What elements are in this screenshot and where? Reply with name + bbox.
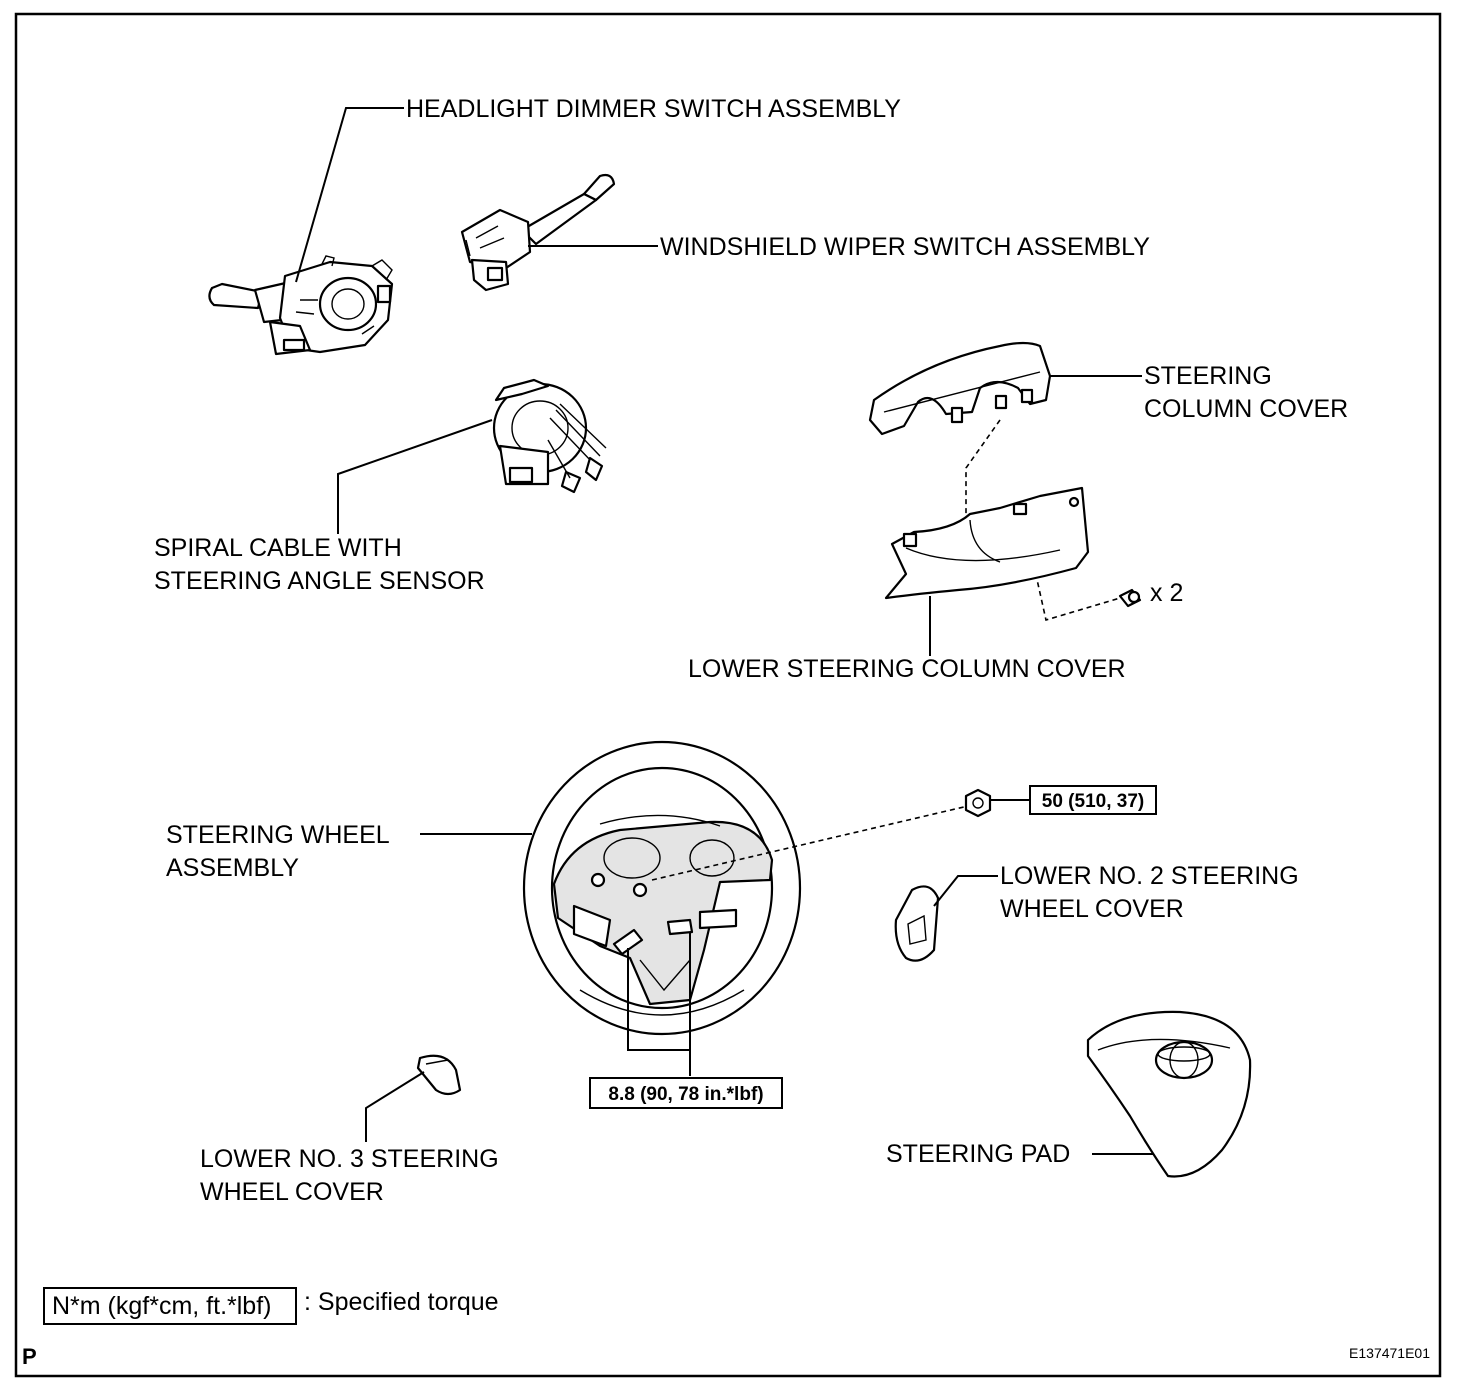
lower-column-cover-drawing <box>884 486 1090 600</box>
bolt-torque-value: 8.8 (90, 78 in.*lbf) <box>608 1084 763 1105</box>
steering-pad-drawing <box>1086 1010 1252 1178</box>
spiral-leader-line <box>337 419 493 534</box>
wiper-switch-label: WINDSHIELD WIPER SWITCH ASSEMBLY <box>660 233 1150 261</box>
steering-wheel-label-1: STEERING WHEEL <box>166 821 390 849</box>
bolt-torque-box <box>589 1077 783 1109</box>
screw-quantity-label: x 2 <box>1150 579 1183 607</box>
lower-no2-leader-line <box>933 875 998 907</box>
screw-icon <box>1118 588 1142 608</box>
legend-torque-units: N*m (kgf*cm, ft.*lbf) <box>52 1292 271 1320</box>
wiper-switch-drawing <box>460 173 616 292</box>
bolt-torque-leader <box>627 932 691 1076</box>
spiral-cable-label-2: STEERING ANGLE SENSOR <box>154 567 485 595</box>
steering-column-cover-drawing <box>868 341 1052 436</box>
nut-torque-box <box>1029 785 1157 815</box>
footer-section-letter: P <box>22 1344 37 1369</box>
column-cover-label-2: COLUMN COVER <box>1144 395 1348 423</box>
steering-wheel-drawing <box>522 740 802 1036</box>
spiral-cable-drawing <box>492 378 607 494</box>
lower-no3-leader-line <box>365 1071 425 1142</box>
nut-dashed-line <box>651 805 969 881</box>
lower-column-cover-label: LOWER STEERING COLUMN COVER <box>688 655 1126 683</box>
lower-no3-cover-label-1: LOWER NO. 3 STEERING <box>200 1145 499 1173</box>
nut-torque-value: 50 (510, 37) <box>1042 791 1144 812</box>
steering-pad-label: STEERING PAD <box>886 1140 1070 1168</box>
legend-torque-box <box>43 1287 297 1325</box>
lower-no2-cover-label-1: LOWER NO. 2 STEERING <box>1000 862 1299 890</box>
lower-no3-cover-drawing <box>416 1054 462 1096</box>
legend-description: : Specified torque <box>304 1288 499 1316</box>
illustration-code: E137471E01 <box>1349 1345 1430 1361</box>
lower-no2-cover-drawing <box>894 885 940 962</box>
column-cover-label-1: STEERING <box>1144 362 1272 390</box>
nut-icon <box>964 788 992 818</box>
headlight-leader-line <box>295 107 404 283</box>
headlight-dimmer-label: HEADLIGHT DIMMER SWITCH ASSEMBLY <box>406 95 901 123</box>
spiral-cable-label-1: SPIRAL CABLE WITH <box>154 534 402 562</box>
headlight-dimmer-switch-drawing <box>208 255 394 356</box>
lower-no3-cover-label-2: WHEEL COVER <box>200 1178 384 1206</box>
alignment-dashed-line <box>965 419 1001 524</box>
frame-border <box>14 12 1442 1378</box>
wheel-bolt-icon <box>612 918 694 956</box>
steering-wheel-label-2: ASSEMBLY <box>166 854 299 882</box>
lower-no2-cover-label-2: WHEEL COVER <box>1000 895 1184 923</box>
